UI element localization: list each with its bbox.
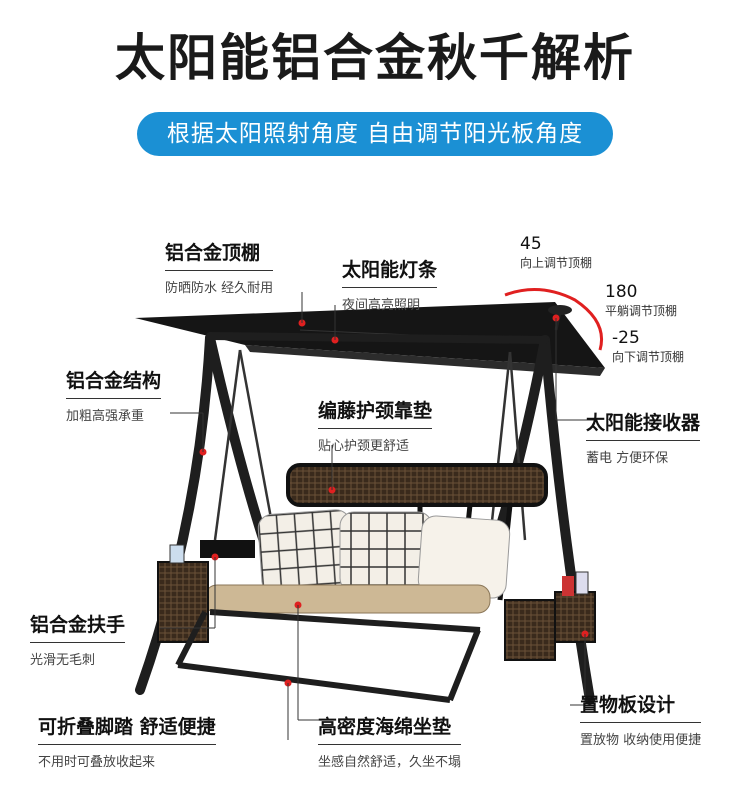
subtitle-banner: 根据太阳照射角度 自由调节阳光板角度 — [137, 112, 613, 156]
callout-headrest: 编藤护颈靠垫 贴心护颈更舒适 — [318, 396, 433, 454]
angle-flat-label: 平躺调节顶棚 — [605, 304, 678, 318]
callout-light-sub: 夜间高亮照明 — [342, 298, 421, 313]
callout-shelf-title: 置物板设计 — [580, 694, 676, 716]
callout-frame-sub: 加粗高强承重 — [66, 409, 145, 424]
callout-canopy: 铝合金顶棚 防晒防水 经久耐用 — [165, 238, 274, 296]
swing-chains — [213, 349, 527, 541]
leader-lines — [160, 292, 595, 740]
solar-receiver — [548, 305, 572, 331]
angle-down-label: 向下调节顶棚 — [612, 350, 685, 364]
angle-up: 45 向上调节顶棚 — [520, 234, 592, 271]
callout-receiver-sub: 蓄电 方便环保 — [586, 451, 669, 466]
callout-headrest-title: 编藤护颈靠垫 — [318, 400, 433, 422]
angle-down: -25 向下调节顶棚 — [612, 328, 684, 365]
callout-light-rule — [342, 287, 438, 288]
callout-headrest-rule — [318, 428, 433, 429]
angle-flat: 180 平躺调节顶棚 — [605, 282, 677, 319]
callout-receiver: 太阳能接收器 蓄电 方便环保 — [586, 408, 701, 466]
callout-frame-rule — [66, 398, 162, 399]
callout-receiver-title: 太阳能接收器 — [586, 412, 701, 434]
callout-canopy-rule — [165, 270, 274, 271]
pillows — [257, 509, 511, 599]
callout-frame: 铝合金结构 加粗高强承重 — [66, 366, 162, 424]
callout-pedal-title: 可折叠脚踏 舒适便捷 — [38, 716, 216, 738]
callout-canopy-title: 铝合金顶棚 — [165, 242, 261, 264]
callout-pedal-rule — [38, 744, 216, 745]
callout-headrest-sub: 贴心护颈更舒适 — [318, 439, 410, 454]
page-title: 太阳能铝合金秋千解析 — [115, 29, 635, 87]
foot-pedal — [175, 609, 481, 703]
callout-cushion-rule — [318, 744, 462, 745]
callout-shelf: 置物板设计 置放物 收纳使用便捷 — [580, 690, 702, 748]
callout-pedal: 可折叠脚踏 舒适便捷 不用时可叠放收起来 — [38, 712, 216, 770]
callout-frame-title: 铝合金结构 — [66, 370, 162, 392]
callout-shelf-rule — [580, 722, 702, 723]
seat-cushion — [204, 584, 491, 614]
angle-up-label: 向上调节顶棚 — [520, 256, 593, 270]
callout-armrest-title: 铝合金扶手 — [30, 614, 126, 636]
angle-up-value: 45 — [520, 234, 542, 254]
callout-armrest-sub: 光滑无毛刺 — [30, 653, 96, 668]
callout-cushion: 高密度海绵坐垫 坐感自然舒适，久坐不塌 — [318, 712, 462, 770]
callout-cushion-title: 高密度海绵坐垫 — [318, 716, 452, 738]
callout-cushion-sub: 坐感自然舒适，久坐不塌 — [318, 755, 462, 770]
angle-flat-value: 180 — [605, 282, 638, 302]
callout-light-title: 太阳能灯条 — [342, 259, 438, 281]
callout-receiver-rule — [586, 440, 701, 441]
angle-down-value: -25 — [612, 328, 640, 348]
callout-armrest-rule — [30, 642, 126, 643]
angle-arc — [504, 288, 604, 351]
callout-armrest: 铝合金扶手 光滑无毛刺 — [30, 610, 126, 668]
callout-canopy-sub: 防晒防水 经久耐用 — [165, 281, 274, 296]
callout-shelf-sub: 置放物 收纳使用便捷 — [580, 733, 702, 748]
callout-pedal-sub: 不用时可叠放收起来 — [38, 755, 156, 770]
callout-light: 太阳能灯条 夜间高亮照明 — [342, 255, 438, 313]
